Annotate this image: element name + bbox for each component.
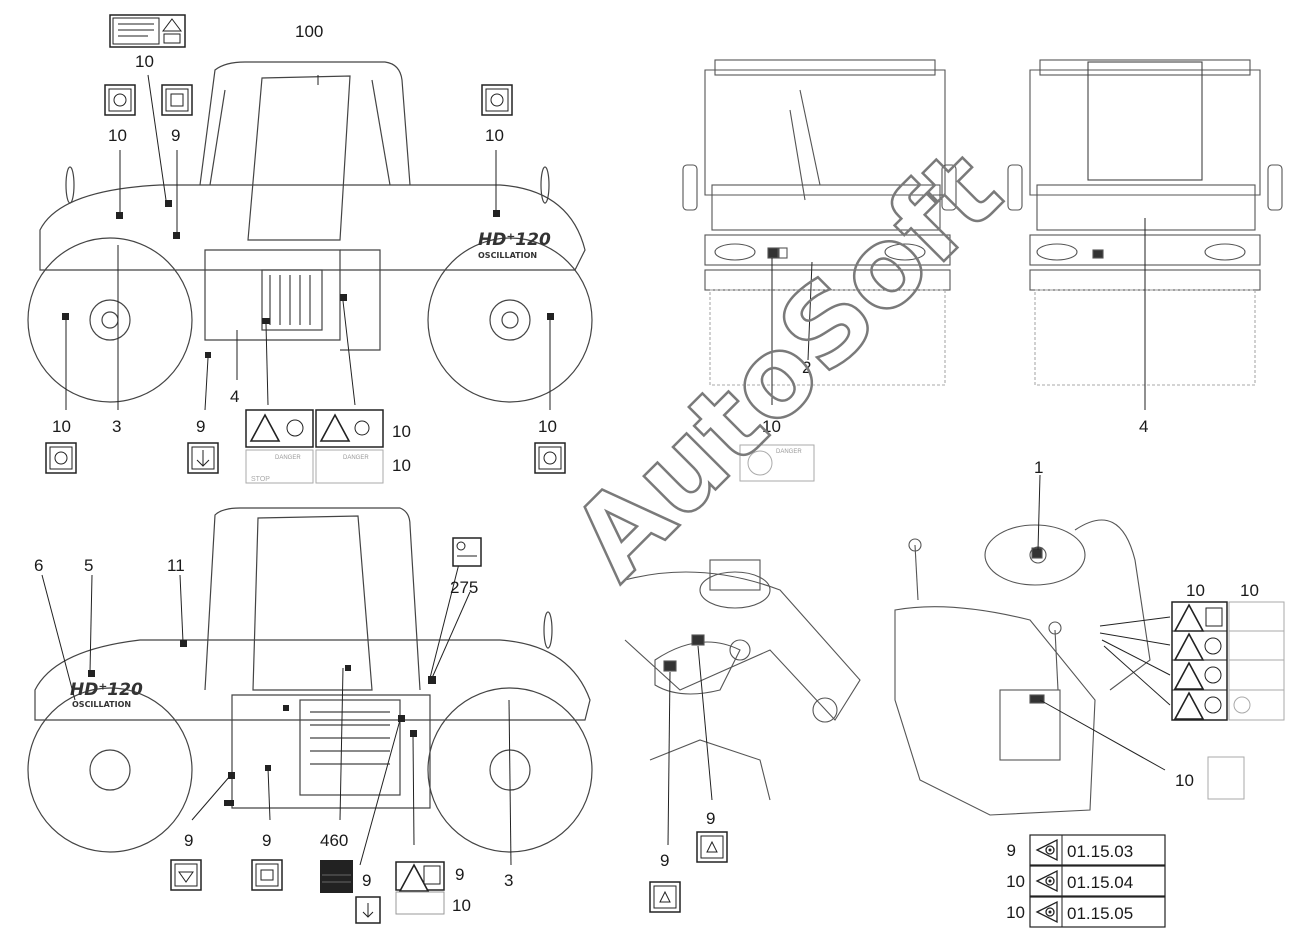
reference-row: 10 01.15.05 [1006,896,1166,928]
watermark: AutoSoft [547,125,1027,605]
lift-point-icon [104,84,136,116]
side-view-left: HD⁺120 OSCILLATION [27,61,593,403]
closeup-middle-leaders [667,645,713,846]
callout-275: 275 [450,578,478,597]
svg-text:OSCILLATION: OSCILLATION [72,700,131,709]
crush-hazard-icon [534,442,566,474]
callout-10-b: 10 [108,126,127,145]
operator-platform-leaders [1037,474,1171,771]
tie-down-icon [187,442,219,474]
callout-6: 6 [34,556,43,575]
closeup-middle [624,559,861,801]
callout-10-c: 10 [485,126,504,145]
svg-text:HD⁺120: HD⁺120 [70,680,143,700]
callout-10-j: 10 [1186,581,1205,600]
callout-10-g: 10 [392,456,411,475]
danger-text: DANGER [776,449,802,455]
callout-9-h: 9 [660,851,669,870]
callout-10-i: 10 [452,896,471,915]
side-view-left-leaders [65,74,551,411]
callout-10-a: 10 [135,52,154,71]
side-view-left-markers [62,200,554,358]
reference-row: 10 01.15.04 [1006,865,1166,897]
crush-hazard-icon [45,442,77,474]
callout-4-b: 4 [1139,417,1148,436]
callout-9-g: 9 [706,809,715,828]
lift-point-icon [481,84,513,116]
operator-platform [894,519,1151,816]
callout-4-a: 4 [230,387,239,406]
reference-code: 01.15.04 [1067,873,1133,892]
stop-text: STOP [251,476,270,483]
warning-manual-label [395,861,445,915]
reference-code: 01.15.05 [1067,904,1133,923]
callout-10-e: 10 [538,417,557,436]
reference-table: 9 01.15.03 10 01.15.04 10 01.15.05 [1006,834,1166,928]
callout-10-k: 10 [1240,581,1259,600]
warning-labels-group: DANGER DANGER STOP [245,409,384,484]
hydraulic-oil-icon [452,537,482,567]
side-view-bottom-markers [88,640,436,806]
reference-row: 9 01.15.03 [1007,834,1166,866]
callout-11: 11 [167,556,185,575]
reference-code: 01.15.03 [1067,842,1133,861]
fuel-icon [251,859,283,891]
rear-view-middle-leaders [771,258,813,405]
reference-qty: 10 [1006,903,1025,922]
callout-9-f: 9 [455,865,464,884]
tie-down-icon [161,84,193,116]
battery-cover-icon [320,860,353,893]
hand-hazard-icon [649,881,681,913]
callout-460: 460 [320,831,348,850]
side-view-bottom: HD⁺120 OSCILLATION [27,507,593,853]
safety-label-stack [1171,601,1285,800]
drain-icon [170,859,202,891]
decal-top-manual-icon [109,14,186,48]
reference-qty: 10 [1006,872,1025,891]
callout-9-c: 9 [184,831,193,850]
callout-100: 100 [295,22,323,41]
callout-9-d: 9 [262,831,271,850]
callout-9-e: 9 [362,871,371,890]
callout-10-d: 10 [52,417,71,436]
hand-hazard-icon [696,831,728,863]
svg-text:HD⁺120: HD⁺120 [478,230,551,250]
callout-10-f: 10 [392,422,411,441]
watermark-text: AutoSoft [548,126,1025,603]
callout-2: 2 [802,358,811,377]
callout-9-b: 9 [196,417,205,436]
danger-text: DANGER [343,455,369,461]
callout-3-b: 3 [504,871,513,890]
callout-3-a: 3 [112,417,121,436]
danger-label-rear: DANGER [739,444,815,482]
callout-9-a: 9 [171,126,180,145]
svg-text:OSCILLATION: OSCILLATION [478,251,537,260]
callout-10-h: 10 [762,417,781,436]
danger-text: DANGER [275,455,301,461]
callout-5: 5 [84,556,93,575]
tie-down-icon [355,896,381,924]
callout-10-l: 10 [1175,771,1194,790]
rear-view-middle [682,59,957,386]
callout-1: 1 [1034,458,1043,477]
reference-qty: 9 [1007,841,1016,860]
